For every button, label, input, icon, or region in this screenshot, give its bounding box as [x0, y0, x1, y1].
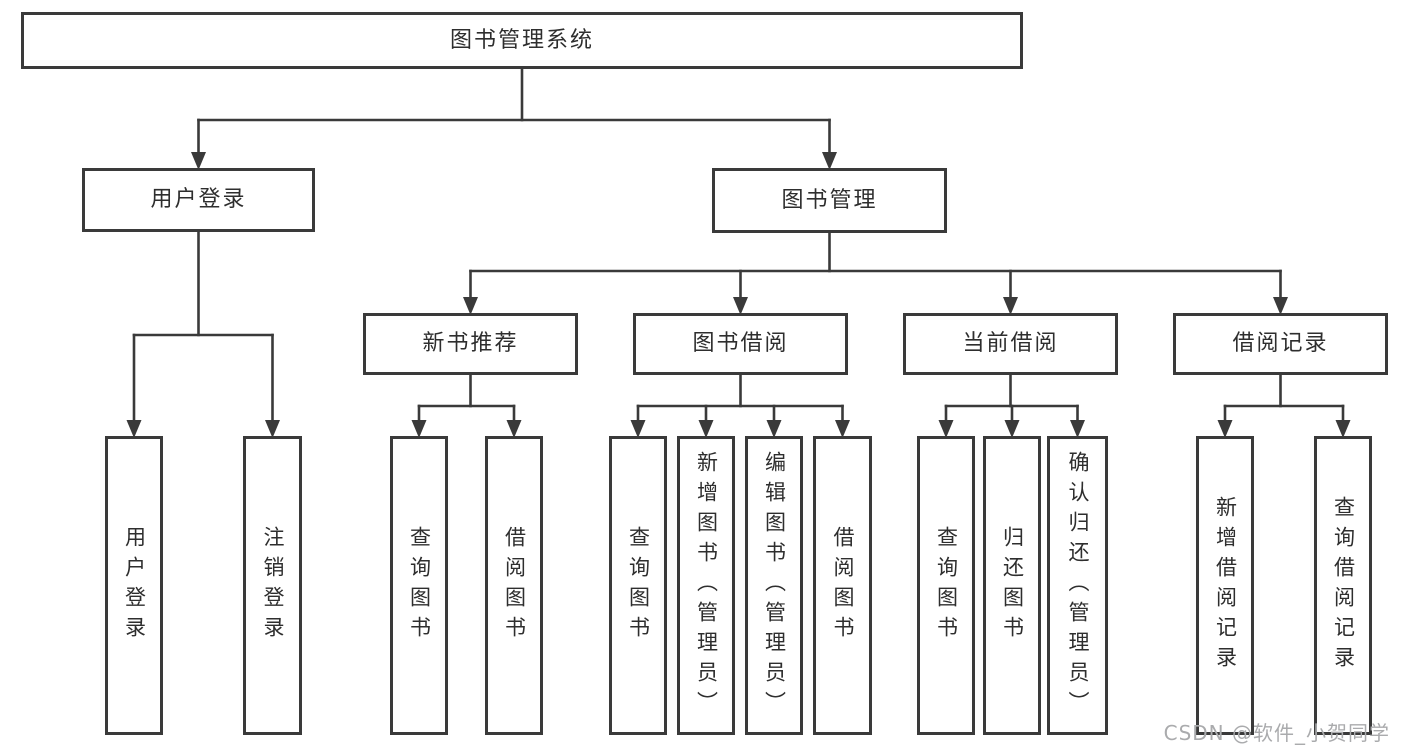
node-label-login: 用户登录	[122, 525, 147, 646]
arrowhead-icon	[630, 420, 646, 438]
node-label-logout: 注销登录	[261, 525, 285, 646]
arrowhead-icon	[463, 297, 478, 315]
node-label-rec-query-books: 查询图书	[407, 525, 432, 646]
node-label-bb-query-books: 查询图书	[626, 525, 651, 646]
diagram-node-bb-borrow-books: 借阅图书	[813, 436, 872, 735]
arrowhead-icon	[191, 152, 206, 170]
arrowhead-icon	[766, 420, 782, 438]
arrowhead-icon	[265, 420, 280, 438]
node-label-br-query-record: 查询借阅记录	[1331, 495, 1356, 676]
arrowhead-icon	[835, 420, 850, 438]
arrowhead-icon	[506, 420, 522, 438]
diagram-node-br-query-record: 查询借阅记录	[1314, 436, 1372, 735]
node-label-bb-add-books: 新增图书（管理员）	[694, 450, 719, 721]
arrowhead-icon	[1273, 297, 1288, 315]
arrowhead-icon	[1004, 420, 1020, 438]
arrowhead-icon	[1217, 420, 1233, 438]
diagram-node-new-book-rec: 新书推荐	[363, 313, 578, 375]
arrowhead-icon	[411, 420, 427, 438]
diagram-node-book-borrow: 图书借阅	[633, 313, 848, 375]
arrowhead-icon	[1335, 420, 1351, 438]
node-label-new-book-rec: 新书推荐	[422, 331, 519, 356]
node-label-bb-borrow-books: 借阅图书	[831, 525, 855, 646]
arrowhead-icon	[733, 297, 748, 315]
node-label-cb-query-books: 查询图书	[934, 525, 959, 646]
diagram-node-current-borrow: 当前借阅	[903, 313, 1118, 375]
node-label-rec-borrow-books: 借阅图书	[502, 525, 527, 646]
arrowhead-icon	[698, 420, 714, 438]
diagram-node-bb-edit-books: 编辑图书（管理员）	[745, 436, 803, 735]
diagram-node-logout: 注销登录	[243, 436, 302, 735]
node-label-borrow-records: 借阅记录	[1232, 331, 1329, 356]
node-label-root: 图书管理系统	[449, 27, 594, 53]
arrowhead-icon	[822, 152, 837, 170]
diagram-node-book-mgmt: 图书管理	[712, 168, 947, 233]
diagram-node-login: 用户登录	[105, 436, 163, 735]
node-label-user-login: 用户登录	[150, 187, 247, 212]
diagram-node-borrow-records: 借阅记录	[1173, 313, 1388, 375]
node-label-cb-confirm-return: 确认归还（管理员）	[1066, 450, 1090, 721]
arrowhead-icon	[126, 420, 142, 438]
diagram-node-bb-query-books: 查询图书	[609, 436, 667, 735]
arrowhead-icon	[1003, 297, 1018, 315]
node-label-current-borrow: 当前借阅	[962, 331, 1059, 356]
diagram-node-bb-add-books: 新增图书（管理员）	[677, 436, 735, 735]
node-label-bb-edit-books: 编辑图书（管理员）	[762, 450, 787, 721]
diagram-node-cb-return-books: 归还图书	[983, 436, 1041, 735]
arrowhead-icon	[1070, 420, 1085, 438]
watermark: CSDN @软件_小贺同学	[1163, 721, 1390, 745]
node-label-book-mgmt: 图书管理	[781, 187, 878, 213]
diagram-node-user-login: 用户登录	[82, 168, 315, 232]
diagram-node-root: 图书管理系统	[21, 12, 1023, 69]
diagram-node-rec-query-books: 查询图书	[390, 436, 448, 735]
node-label-br-add-record: 新增借阅记录	[1213, 495, 1238, 676]
node-label-book-borrow: 图书借阅	[692, 331, 789, 356]
node-label-cb-return-books: 归还图书	[1000, 525, 1025, 646]
diagram-node-rec-borrow-books: 借阅图书	[485, 436, 543, 735]
arrowhead-icon	[938, 420, 954, 438]
diagram-node-cb-query-books: 查询图书	[917, 436, 975, 735]
diagram-node-cb-confirm-return: 确认归还（管理员）	[1047, 436, 1108, 735]
diagram-node-br-add-record: 新增借阅记录	[1196, 436, 1254, 735]
